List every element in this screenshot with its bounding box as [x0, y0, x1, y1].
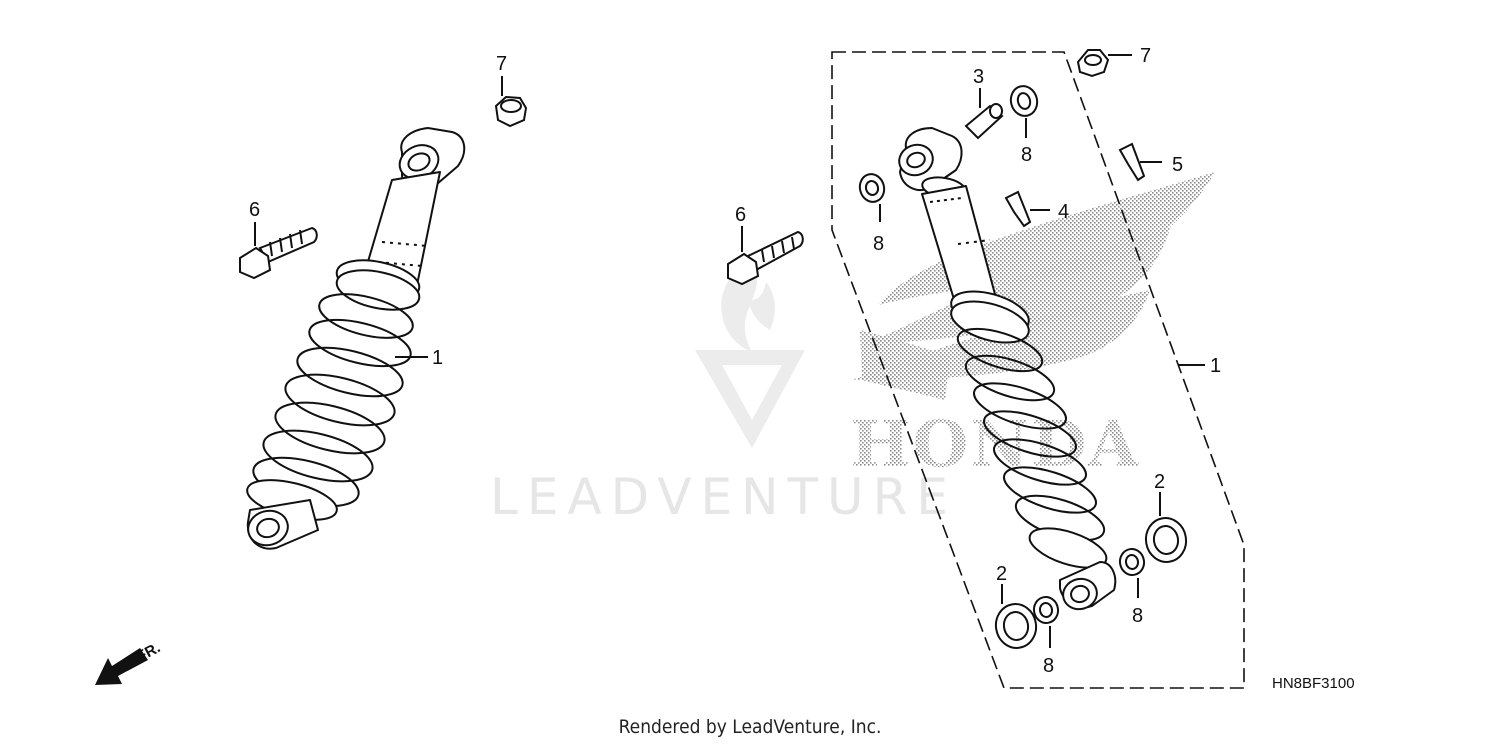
honda-text-watermark: HONDA [850, 407, 1140, 482]
bushing-8-left [858, 173, 886, 222]
callout-3: 3 [973, 66, 984, 88]
collar-3 [964, 88, 1004, 140]
bolt-6-left [239, 222, 318, 280]
bushing-8-right [1118, 548, 1146, 598]
callout-2-bottom: 2 [996, 563, 1007, 585]
shock-absorber-assembly-right [898, 127, 1117, 611]
nut-7-right [1076, 49, 1132, 78]
callout-1-left: 1 [432, 347, 443, 369]
callout-7-right: 7 [1140, 45, 1151, 67]
callout-6-left: 6 [249, 199, 260, 221]
leadventure-text-watermark: LEADVENTURE [490, 468, 957, 526]
dust-seal-2-bottom [994, 584, 1038, 649]
leadventure-logo-watermark [695, 255, 805, 448]
front-direction-arrow-icon [95, 648, 148, 685]
shock-absorber-assembly-left [246, 127, 466, 550]
callout-1-right: 1 [1210, 355, 1221, 377]
callout-5: 5 [1172, 154, 1183, 176]
clip-4 [1004, 190, 1050, 228]
clip-5 [1118, 142, 1162, 182]
bushing-8-top [1009, 85, 1039, 138]
nut-7-left [494, 76, 528, 128]
bolt-6-right [727, 226, 804, 286]
bushing-8-bottom [1032, 596, 1060, 648]
assembly-frame-right [831, 51, 1245, 689]
callout-4: 4 [1058, 201, 1069, 223]
diagram-code: HN8BF3100 [1272, 675, 1355, 692]
dust-seal-2-right [1144, 492, 1188, 563]
callout-6-right: 6 [735, 204, 746, 226]
callout-8-right: 8 [1132, 605, 1143, 627]
callout-8-bottom: 8 [1043, 655, 1054, 677]
callout-8-left: 8 [873, 233, 884, 255]
callout-2-right: 2 [1154, 471, 1165, 493]
callout-8-top: 8 [1021, 144, 1032, 166]
rendered-by-footer: Rendered by LeadVenture, Inc. [618, 716, 882, 738]
callout-7-left: 7 [496, 53, 507, 75]
honda-wing-watermark [850, 172, 1215, 400]
